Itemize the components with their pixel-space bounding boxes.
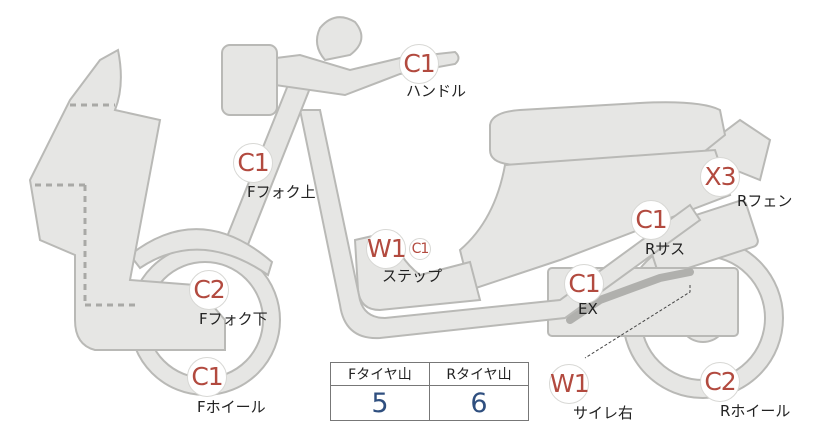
- rear-tread-value: 6: [429, 385, 529, 421]
- tire-right-badge: W1: [549, 364, 590, 404]
- front-body-seams: [35, 103, 135, 307]
- rear-body-shape: [458, 148, 732, 292]
- exhaust-badge: C1: [564, 264, 604, 304]
- rear-tread-header: Rタイヤ山: [429, 362, 529, 386]
- exhaust-pipe: [566, 268, 694, 324]
- front-tread-header: Fタイヤ山: [330, 362, 430, 386]
- front-body-shape: [28, 48, 226, 351]
- seat-shape: [489, 101, 727, 167]
- rear-fender-badge: X3: [700, 157, 740, 197]
- tire-right-label: サイレ右: [573, 404, 634, 422]
- mirror-shape: [315, 16, 363, 62]
- rear-suspension-badge: C1: [631, 200, 671, 240]
- handle-badge: C1: [399, 44, 439, 84]
- fork-lower-label: Fフォク下: [199, 310, 268, 328]
- step-label: ステップ: [382, 267, 443, 285]
- front-tread-value: 5: [330, 385, 430, 421]
- front-wheel-badge: C1: [187, 357, 227, 397]
- exhaust-pointer-line: [584, 285, 691, 359]
- fork-upper-label: Fフォク上: [247, 183, 316, 201]
- exhaust-label: EX: [578, 300, 598, 318]
- step-badge: W1: [366, 229, 407, 269]
- front-fender-shape: [128, 228, 274, 277]
- rear-wheel-label: Rホイール: [720, 402, 791, 420]
- front-wheel-label: Fホイール: [197, 398, 266, 416]
- tire-tread-table: Fタイヤ山 Rタイヤ山 5 6: [330, 362, 529, 421]
- rear-wheel-badge: C2: [700, 362, 740, 402]
- headlight-shape: [221, 44, 278, 116]
- rear-fender-label: Rフェン: [737, 192, 793, 210]
- handle-label: ハンドル: [406, 82, 467, 100]
- fork-lower-badge: C2: [189, 270, 229, 310]
- rear-suspension-label: Rサス: [645, 240, 686, 258]
- fork-upper-badge: C1: [233, 143, 273, 183]
- step-sub-badge: C1: [409, 238, 431, 260]
